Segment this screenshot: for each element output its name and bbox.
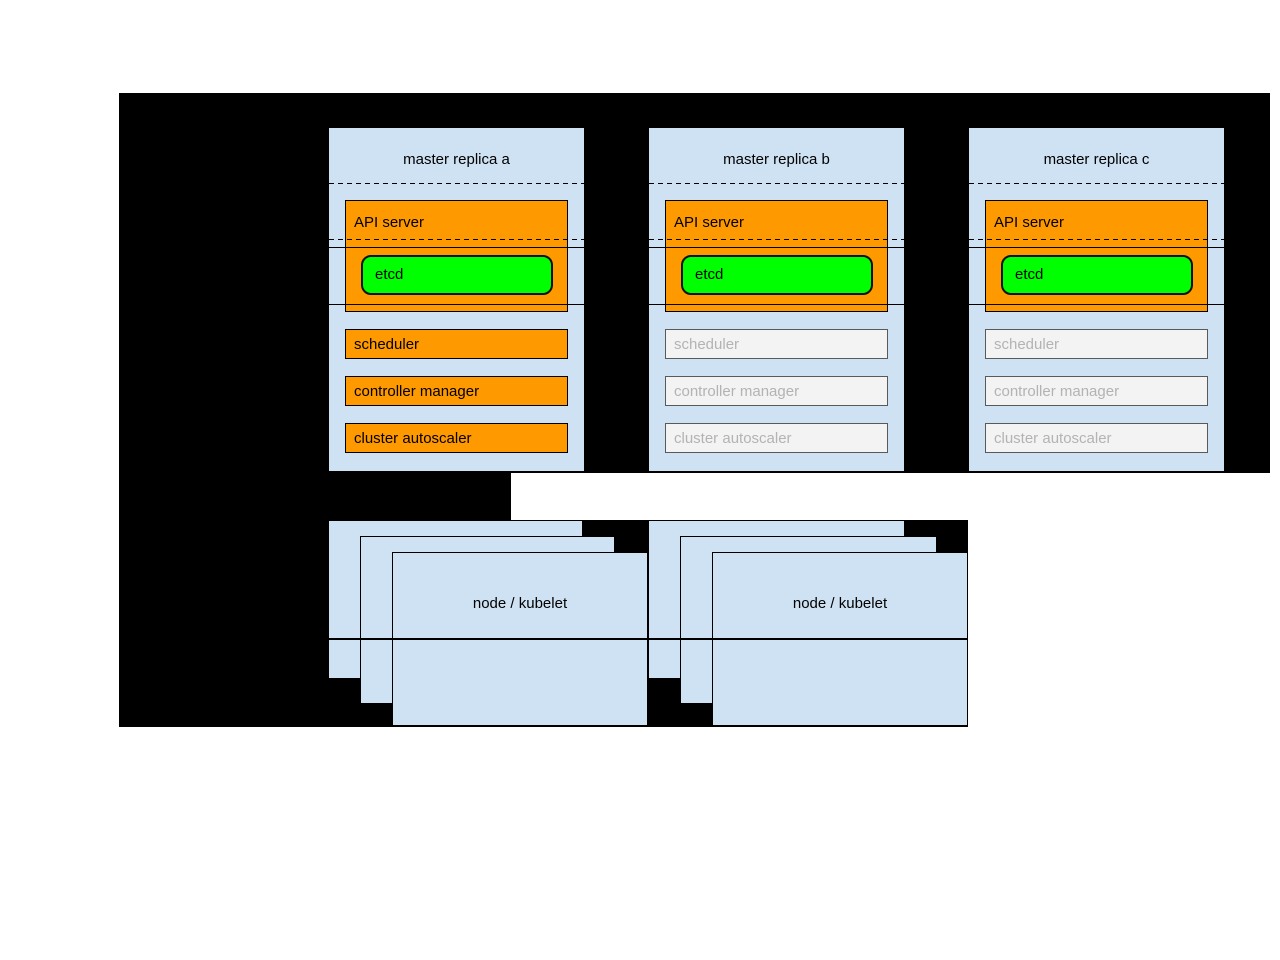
etcd-box: etcd [681,255,873,295]
controller-manager-label: controller manager [994,383,1120,400]
controller-manager-box: controller manager [985,376,1208,406]
scheduler-box: scheduler [985,329,1208,359]
etcd-box: etcd [1001,255,1193,295]
scheduler-label: scheduler [994,336,1060,353]
master-replica-b-title: master replica b [723,151,830,168]
cluster-autoscaler-label: cluster autoscaler [674,430,792,447]
master-replica-c-title: master replica c [1043,151,1150,168]
cluster-autoscaler-box: cluster autoscaler [665,423,888,453]
scheduler-label: scheduler [674,336,740,353]
api-dashed-separator [329,239,584,240]
title-dashed-separator [649,183,904,184]
api-dashed-separator [969,239,1224,240]
controller-manager-label: controller manager [674,383,800,400]
etcd-section-top-line [329,247,584,248]
cluster-autoscaler-box: cluster autoscaler [985,423,1208,453]
api-dashed-separator [649,239,904,240]
scheduler-box: scheduler [345,329,568,359]
etcd-label: etcd [1015,266,1044,283]
master-replica-c-box: master replica c API server etcd schedul… [969,128,1224,471]
etcd-section-bottom-line [329,304,584,305]
cluster-autoscaler-box: cluster autoscaler [345,423,568,453]
scheduler-box: scheduler [665,329,888,359]
api-server-label: API server [674,214,745,231]
controller-manager-label: controller manager [354,383,480,400]
etcd-section-bottom-line [649,304,904,305]
cluster-autoscaler-label: cluster autoscaler [994,430,1112,447]
etcd-box: etcd [361,255,553,295]
controller-manager-box: controller manager [665,376,888,406]
api-server-label: API server [354,214,425,231]
title-dashed-separator [329,183,584,184]
etcd-label: etcd [375,266,404,283]
master-replica-a-box: master replica a API server etcd schedul… [329,128,584,471]
etcd-section-top-line [969,247,1224,248]
master-replica-a-title: master replica a [403,151,510,168]
node-kubelet-label: node / kubelet [472,594,568,612]
cluster-autoscaler-label: cluster autoscaler [354,430,472,447]
title-dashed-separator [969,183,1224,184]
master-replica-b-box: master replica b API server etcd schedul… [649,128,904,471]
etcd-section-bottom-line [969,304,1224,305]
etcd-section-top-line [649,247,904,248]
scheduler-label: scheduler [354,336,420,353]
node-kubelet-label: node / kubelet [792,594,888,612]
node-title-divider [328,638,968,640]
api-server-label: API server [994,214,1065,231]
etcd-label: etcd [695,266,724,283]
controller-manager-box: controller manager [345,376,568,406]
